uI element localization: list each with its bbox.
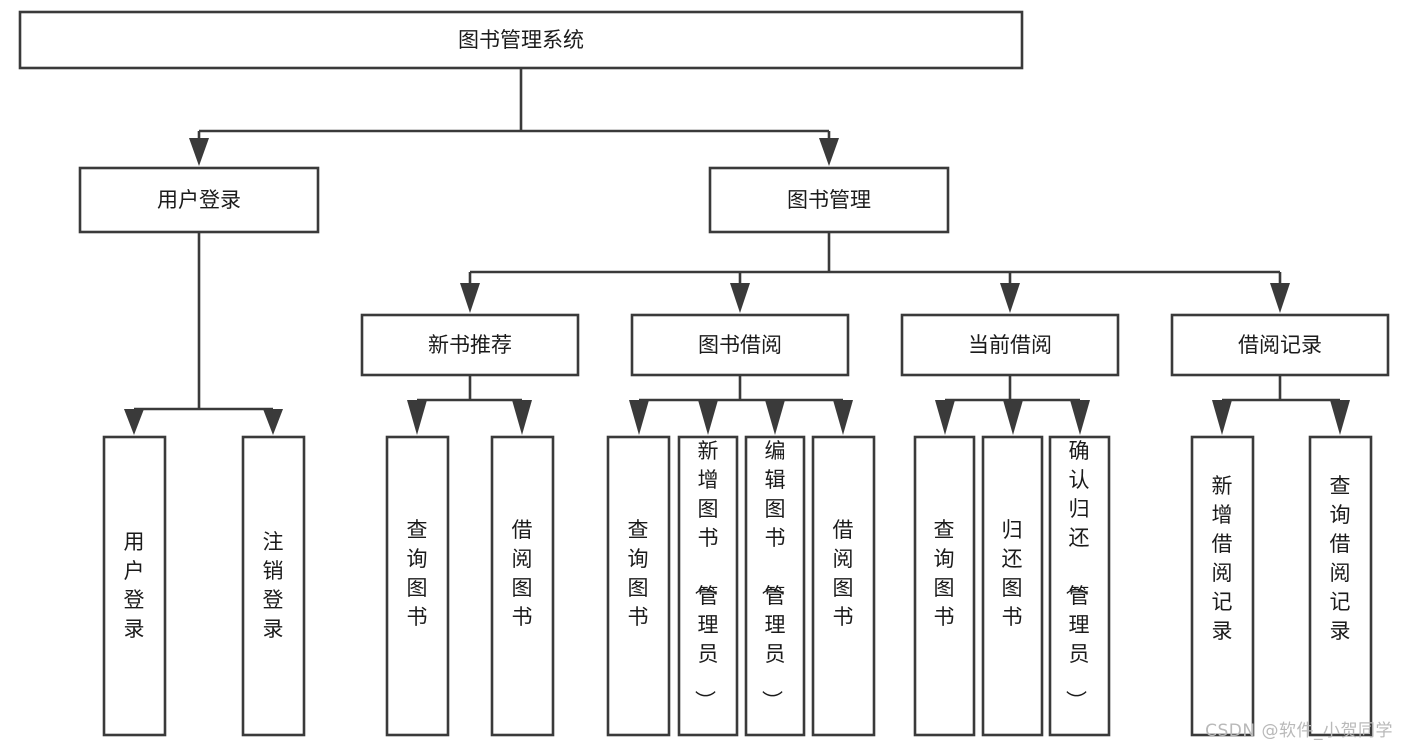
node-root[interactable]: 图书管理系统	[18, 10, 1024, 70]
csdn-watermark: CSDN @软件_小贺同学	[1205, 721, 1393, 741]
leaf-logout-label: 注销登录	[263, 530, 284, 641]
node-book-borrow[interactable]: 图书借阅	[630, 313, 850, 377]
arrow-head-book-borrow-leaf-2	[698, 400, 718, 435]
leaf-cb-query-book-box[interactable]	[913, 435, 976, 737]
leaf-node[interactable]: 查询图书	[385, 435, 450, 737]
node-root-label: 图书管理系统	[458, 28, 584, 52]
leaf-node[interactable]: 归还图书	[981, 435, 1044, 737]
leaf-node[interactable]: 确认归还（管理员）	[1048, 435, 1111, 737]
leaf-bb-edit-book-box[interactable]	[744, 435, 806, 737]
arrow-head-new-book-leaf-2	[512, 400, 532, 435]
node-book-borrow-box[interactable]	[630, 313, 850, 377]
leaf-node[interactable]: 新增借阅记录	[1190, 435, 1255, 737]
leaf-bb-edit-book-label: 编辑图书（管理员）	[760, 439, 786, 711]
leaf-node[interactable]: 新增图书（管理员）	[677, 435, 739, 737]
arrow-head-book-borrow-leaf-3	[765, 400, 785, 435]
leaf-nb-borrow-book-label: 借阅图书	[512, 518, 533, 629]
arrow-head-to-user-login	[189, 138, 209, 166]
node-book-manage[interactable]: 图书管理	[708, 166, 950, 234]
leaf-user-login-label: 用户登录	[124, 530, 145, 641]
arrow-head-borrow-records-leaf-2	[1330, 400, 1350, 435]
leaf-node[interactable]: 用户登录	[102, 435, 167, 737]
arrow-head-to-book-manage	[819, 138, 839, 166]
arrow-head-to-book-borrow	[730, 283, 750, 313]
node-new-book-recommend[interactable]: 新书推荐	[360, 313, 580, 377]
leaf-cb-return-book-label: 归还图书	[1002, 518, 1023, 629]
connector-group-book-borrow	[629, 375, 853, 435]
arrow-head-book-borrow-leaf-1	[629, 400, 649, 435]
leaf-bb-borrow-book-box[interactable]	[811, 435, 876, 737]
leaf-nb-query-book-box[interactable]	[385, 435, 450, 737]
node-current-borrow-box[interactable]	[900, 313, 1120, 377]
leaf-bb-query-book-label: 查询图书	[628, 518, 649, 629]
connector-group-root	[189, 68, 839, 166]
leaf-br-add-record-box[interactable]	[1190, 435, 1255, 737]
arrow-head-borrow-records-leaf-1	[1212, 400, 1232, 435]
leaf-cb-confirm-return-box[interactable]	[1048, 435, 1111, 737]
node-book-manage-box[interactable]	[708, 166, 950, 234]
leaf-bb-query-book-box[interactable]	[606, 435, 671, 737]
leaf-br-query-record-box[interactable]	[1308, 435, 1373, 737]
leaf-node[interactable]: 查询图书	[606, 435, 671, 737]
node-new-book-recommend-box[interactable]	[360, 313, 580, 377]
leaf-br-add-record-label: 新增借阅记录	[1212, 474, 1233, 643]
leaf-node[interactable]: 编辑图书（管理员）	[744, 435, 806, 737]
leaf-node[interactable]: 注销登录	[241, 435, 306, 737]
leaf-nb-query-book-label: 查询图书	[407, 518, 428, 629]
node-borrow-records[interactable]: 借阅记录	[1170, 313, 1390, 377]
node-borrow-records-label: 借阅记录	[1238, 333, 1322, 357]
arrow-head-current-borrow-leaf-2	[1003, 400, 1023, 435]
arrow-head-user-login-leaf-1	[124, 409, 144, 435]
leaf-logout-box[interactable]	[241, 435, 306, 737]
leaf-cb-query-book-label: 查询图书	[934, 518, 955, 629]
arrow-head-current-borrow-leaf-1	[935, 400, 955, 435]
node-book-manage-label: 图书管理	[787, 188, 871, 212]
leaf-cb-confirm-return-label: 确认归还（管理员）	[1064, 439, 1090, 711]
leaf-bb-add-book-label: 新增图书（管理员）	[693, 439, 719, 711]
leaf-node[interactable]: 查询图书	[913, 435, 976, 737]
node-new-book-recommend-label: 新书推荐	[428, 333, 512, 357]
leaf-br-query-record-label: 查询借阅记录	[1330, 474, 1351, 643]
leaf-bb-borrow-book-label: 借阅图书	[833, 518, 854, 629]
arrow-head-to-new-book	[460, 283, 480, 313]
arrow-head-book-borrow-leaf-4	[833, 400, 853, 435]
arrow-head-current-borrow-leaf-3	[1070, 400, 1090, 435]
arrow-head-to-borrow-records	[1270, 283, 1290, 313]
node-root-box[interactable]	[18, 10, 1024, 70]
connector-group-borrow-records	[1212, 375, 1350, 435]
arrow-head-new-book-leaf-1	[407, 400, 427, 435]
leaf-nb-borrow-book-box[interactable]	[490, 435, 555, 737]
node-current-borrow-label: 当前借阅	[968, 333, 1052, 357]
connector-group-book-manage	[460, 232, 1290, 313]
leaf-user-login-box[interactable]	[102, 435, 167, 737]
node-user-login[interactable]: 用户登录	[78, 166, 320, 234]
connector-group-current-borrow	[935, 375, 1090, 435]
node-user-login-box[interactable]	[78, 166, 320, 234]
node-user-login-label: 用户登录	[157, 188, 241, 212]
leaf-node[interactable]: 查询借阅记录	[1308, 435, 1373, 737]
leaf-node[interactable]: 借阅图书	[490, 435, 555, 737]
connector-group-user-login	[124, 232, 283, 435]
node-current-borrow[interactable]: 当前借阅	[900, 313, 1120, 377]
arrow-head-user-login-leaf-2	[263, 409, 283, 435]
leaf-bb-add-book-box[interactable]	[677, 435, 739, 737]
node-book-borrow-label: 图书借阅	[698, 333, 782, 357]
connector-group-new-book	[407, 375, 532, 435]
arrow-head-to-current-borrow	[1000, 283, 1020, 313]
node-borrow-records-box[interactable]	[1170, 313, 1390, 377]
leaf-cb-return-book-box[interactable]	[981, 435, 1044, 737]
leaf-node[interactable]: 借阅图书	[811, 435, 876, 737]
